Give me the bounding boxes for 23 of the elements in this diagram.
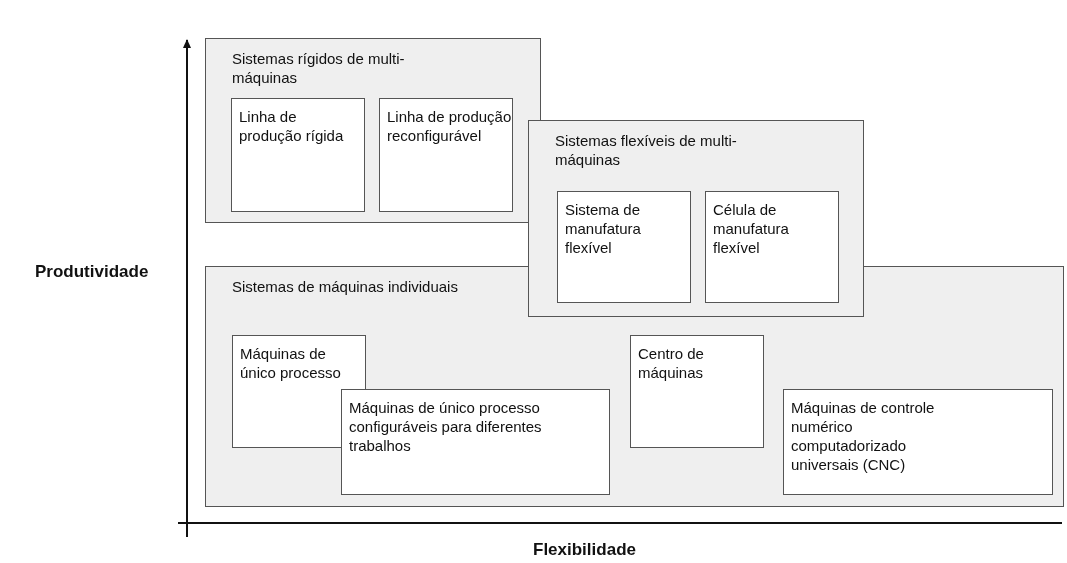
process-box xyxy=(783,389,1053,495)
group-heading: Sistemas de máquinas individuais xyxy=(232,277,459,296)
box-label: Centro de máquinas xyxy=(638,344,705,382)
process-box xyxy=(557,191,691,303)
group-heading: Sistemas rígidos de multi-máquinas xyxy=(232,49,406,87)
group-panel xyxy=(205,266,1064,507)
group-heading: Sistemas flexíveis de multi-máquinas xyxy=(555,131,738,169)
box-label: Linha de produção rígida xyxy=(239,107,345,145)
process-box xyxy=(341,389,610,495)
axis-label: Produtividade xyxy=(35,262,149,282)
process-box xyxy=(379,98,513,212)
box-label: Máquinas de único processo xyxy=(240,344,342,382)
box-label: Célula de manufatura flexível xyxy=(713,200,790,257)
box-label: Máquinas de único processo configuráveis para diferentes trabalhos xyxy=(349,398,543,455)
axis-label: Flexibilidade xyxy=(533,540,636,560)
process-box xyxy=(630,335,764,448)
process-box xyxy=(705,191,839,303)
process-box xyxy=(231,98,365,212)
box-label: Linha de produção reconfigurável xyxy=(387,107,512,145)
group-panel xyxy=(528,120,864,317)
group-panel xyxy=(205,38,541,223)
box-label: Máquinas de controle numérico computadorizado universais (CNC) xyxy=(791,398,936,474)
box-label: Sistema de manufatura flexível xyxy=(565,200,642,257)
